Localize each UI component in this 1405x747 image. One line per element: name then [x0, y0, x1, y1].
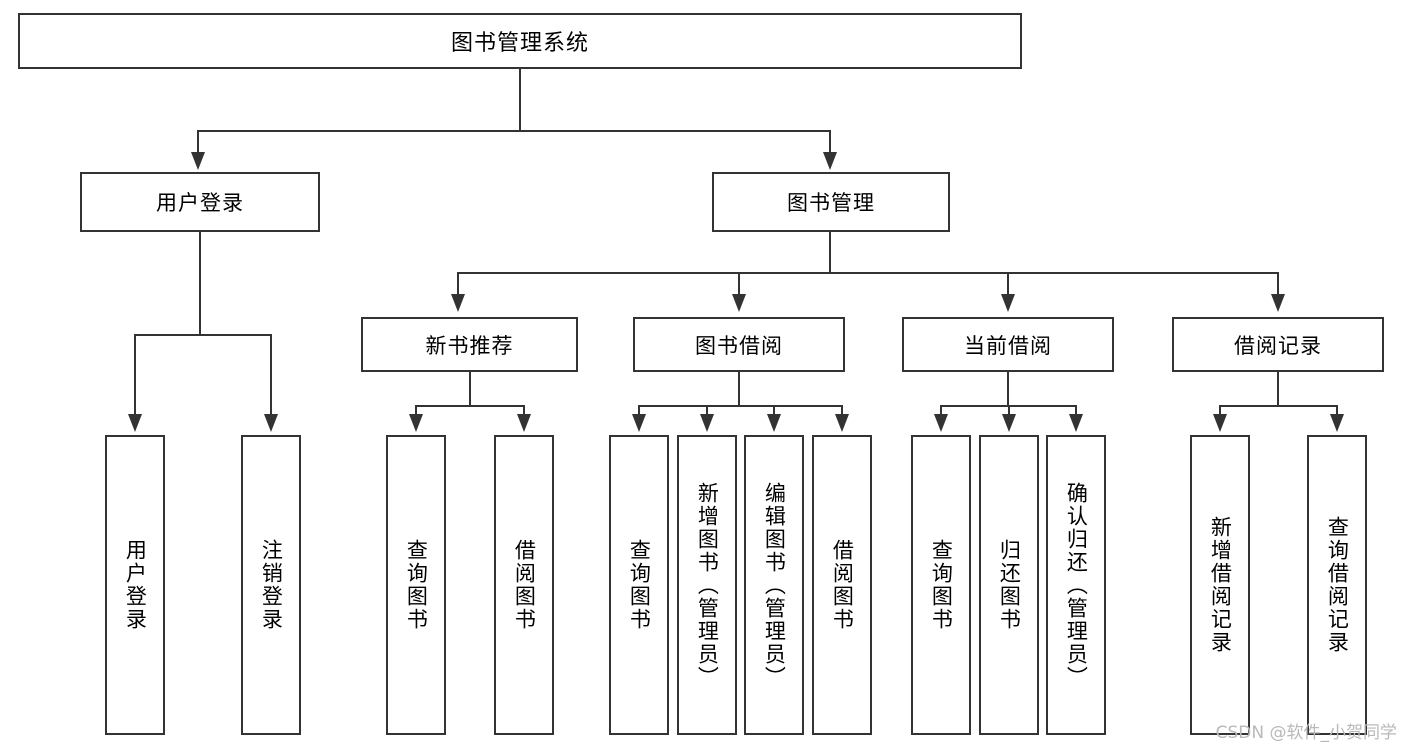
- node-book-borrow[interactable]: 图书借阅: [633, 317, 845, 372]
- connector-borrow-record-bar: [1219, 405, 1338, 407]
- connector-user-login-to-leaf-1: [134, 334, 136, 418]
- arrowhead-br-leaf-2: [1330, 414, 1344, 432]
- arrowhead-user-login-leaf-2: [264, 414, 278, 432]
- connector-book-borrow-stem: [738, 372, 740, 406]
- leaf-book-borrow-query-book[interactable]: 查询图书: [609, 435, 669, 735]
- arrowhead-bb-leaf-2: [700, 414, 714, 432]
- arrowhead-br-leaf-1: [1213, 414, 1227, 432]
- node-user-login[interactable]: 用户登录: [80, 172, 320, 232]
- connector-nbr-to-leaf-2: [523, 405, 525, 418]
- node-label: 归还图书: [997, 539, 1022, 631]
- connector-to-new-book-recommend: [457, 272, 459, 298]
- node-label: 查询图书: [404, 539, 429, 631]
- arrowhead-cb-leaf-3: [1069, 414, 1083, 432]
- connector-user-login-stem: [199, 232, 201, 335]
- node-label: 图书管理: [787, 191, 875, 215]
- connector-root-split-bar: [197, 130, 831, 132]
- connector-user-login-to-leaf-2: [270, 334, 272, 418]
- node-label: 借阅记录: [1234, 333, 1322, 358]
- node-label: 注销登录: [259, 539, 284, 631]
- arrowhead-bb-leaf-3: [767, 414, 781, 432]
- node-label: 新增借阅记录: [1208, 516, 1233, 654]
- node-label: 新书推荐: [425, 333, 514, 358]
- arrowhead-root-to-book-manage: [823, 152, 837, 170]
- arrowhead-user-login-leaf-1: [128, 414, 142, 432]
- node-label: 用户登录: [156, 191, 244, 215]
- connector-cb-to-leaf-2: [1008, 405, 1010, 418]
- connector-root-to-book-manage: [829, 130, 831, 156]
- arrowhead-root-to-user-login: [191, 152, 205, 170]
- connector-new-book-recommend-bar: [415, 405, 525, 407]
- leaf-borrow-record-query-record[interactable]: 查询借阅记录: [1307, 435, 1367, 735]
- connector-to-borrow-record: [1277, 272, 1279, 298]
- leaf-new-book-query-book[interactable]: 查询图书: [386, 435, 446, 735]
- node-label: 编辑图书（管理员）: [762, 481, 787, 689]
- leaf-book-borrow-edit-book-admin[interactable]: 编辑图书（管理员）: [744, 435, 804, 735]
- arrowhead-new-book-recommend: [451, 294, 465, 312]
- node-book-management[interactable]: 图书管理: [712, 172, 950, 232]
- node-label: 图书管理系统: [450, 31, 589, 56]
- arrowhead-bb-leaf-1: [632, 414, 646, 432]
- node-label: 借阅图书: [512, 539, 537, 631]
- connector-book-manage-stem: [829, 232, 831, 274]
- node-label: 借阅图书: [830, 539, 855, 631]
- node-current-borrow[interactable]: 当前借阅: [902, 317, 1114, 372]
- arrowhead-nbr-leaf-1: [409, 414, 423, 432]
- leaf-current-borrow-return-book[interactable]: 归还图书: [979, 435, 1039, 735]
- node-label: 查询图书: [929, 539, 954, 631]
- connector-user-login-split-bar: [134, 334, 270, 336]
- node-label: 确认归还（管理员）: [1064, 481, 1089, 689]
- node-root-system[interactable]: 图书管理系统: [18, 13, 1022, 69]
- node-borrow-record[interactable]: 借阅记录: [1172, 317, 1384, 372]
- leaf-user-login-login[interactable]: 用户登录: [105, 435, 165, 735]
- leaf-current-borrow-query-book[interactable]: 查询图书: [911, 435, 971, 735]
- arrowhead-bb-leaf-4: [835, 414, 849, 432]
- arrowhead-nbr-leaf-2: [517, 414, 531, 432]
- leaf-new-book-borrow-book[interactable]: 借阅图书: [494, 435, 554, 735]
- leaf-user-login-logout[interactable]: 注销登录: [241, 435, 301, 735]
- connector-root-to-user-login: [197, 130, 199, 156]
- connector-to-current-borrow: [1007, 272, 1009, 298]
- connector-borrow-record-stem: [1277, 372, 1279, 406]
- connector-current-borrow-stem: [1007, 372, 1009, 406]
- arrowhead-cb-leaf-1: [934, 414, 948, 432]
- node-label: 当前借阅: [964, 333, 1052, 358]
- connector-bb-to-leaf-2: [706, 405, 708, 418]
- connector-cb-to-leaf-3: [1075, 405, 1077, 418]
- node-label: 图书借阅: [695, 333, 783, 358]
- connector-root-stem: [519, 69, 521, 131]
- connector-br-to-leaf-1: [1219, 405, 1221, 418]
- arrowhead-borrow-record: [1271, 294, 1285, 312]
- connector-book-manage-split-bar: [457, 272, 1279, 274]
- connector-new-book-recommend-stem: [469, 372, 471, 406]
- arrowhead-current-borrow: [1001, 294, 1015, 312]
- connector-to-book-borrow: [738, 272, 740, 298]
- leaf-book-borrow-borrow-book[interactable]: 借阅图书: [812, 435, 872, 735]
- connector-book-borrow-bar: [638, 405, 843, 407]
- node-label: 用户登录: [123, 539, 148, 631]
- leaf-book-borrow-add-book-admin[interactable]: 新增图书（管理员）: [677, 435, 737, 735]
- node-label: 查询图书: [627, 539, 652, 631]
- arrowhead-book-borrow: [732, 294, 746, 312]
- connector-bb-to-leaf-1: [638, 405, 640, 418]
- leaf-borrow-record-add-record[interactable]: 新增借阅记录: [1190, 435, 1250, 735]
- node-label: 新增图书（管理员）: [695, 481, 720, 689]
- arrowhead-cb-leaf-2: [1002, 414, 1016, 432]
- connector-bb-to-leaf-3: [773, 405, 775, 418]
- connector-nbr-to-leaf-1: [415, 405, 417, 418]
- node-new-book-recommend[interactable]: 新书推荐: [361, 317, 578, 372]
- watermark-text: CSDN @软件_小贺同学: [1215, 723, 1397, 743]
- connector-br-to-leaf-2: [1336, 405, 1338, 418]
- connector-bb-to-leaf-4: [841, 405, 843, 418]
- leaf-current-borrow-confirm-return-admin[interactable]: 确认归还（管理员）: [1046, 435, 1106, 735]
- node-label: 查询借阅记录: [1325, 516, 1350, 654]
- connector-cb-to-leaf-1: [940, 405, 942, 418]
